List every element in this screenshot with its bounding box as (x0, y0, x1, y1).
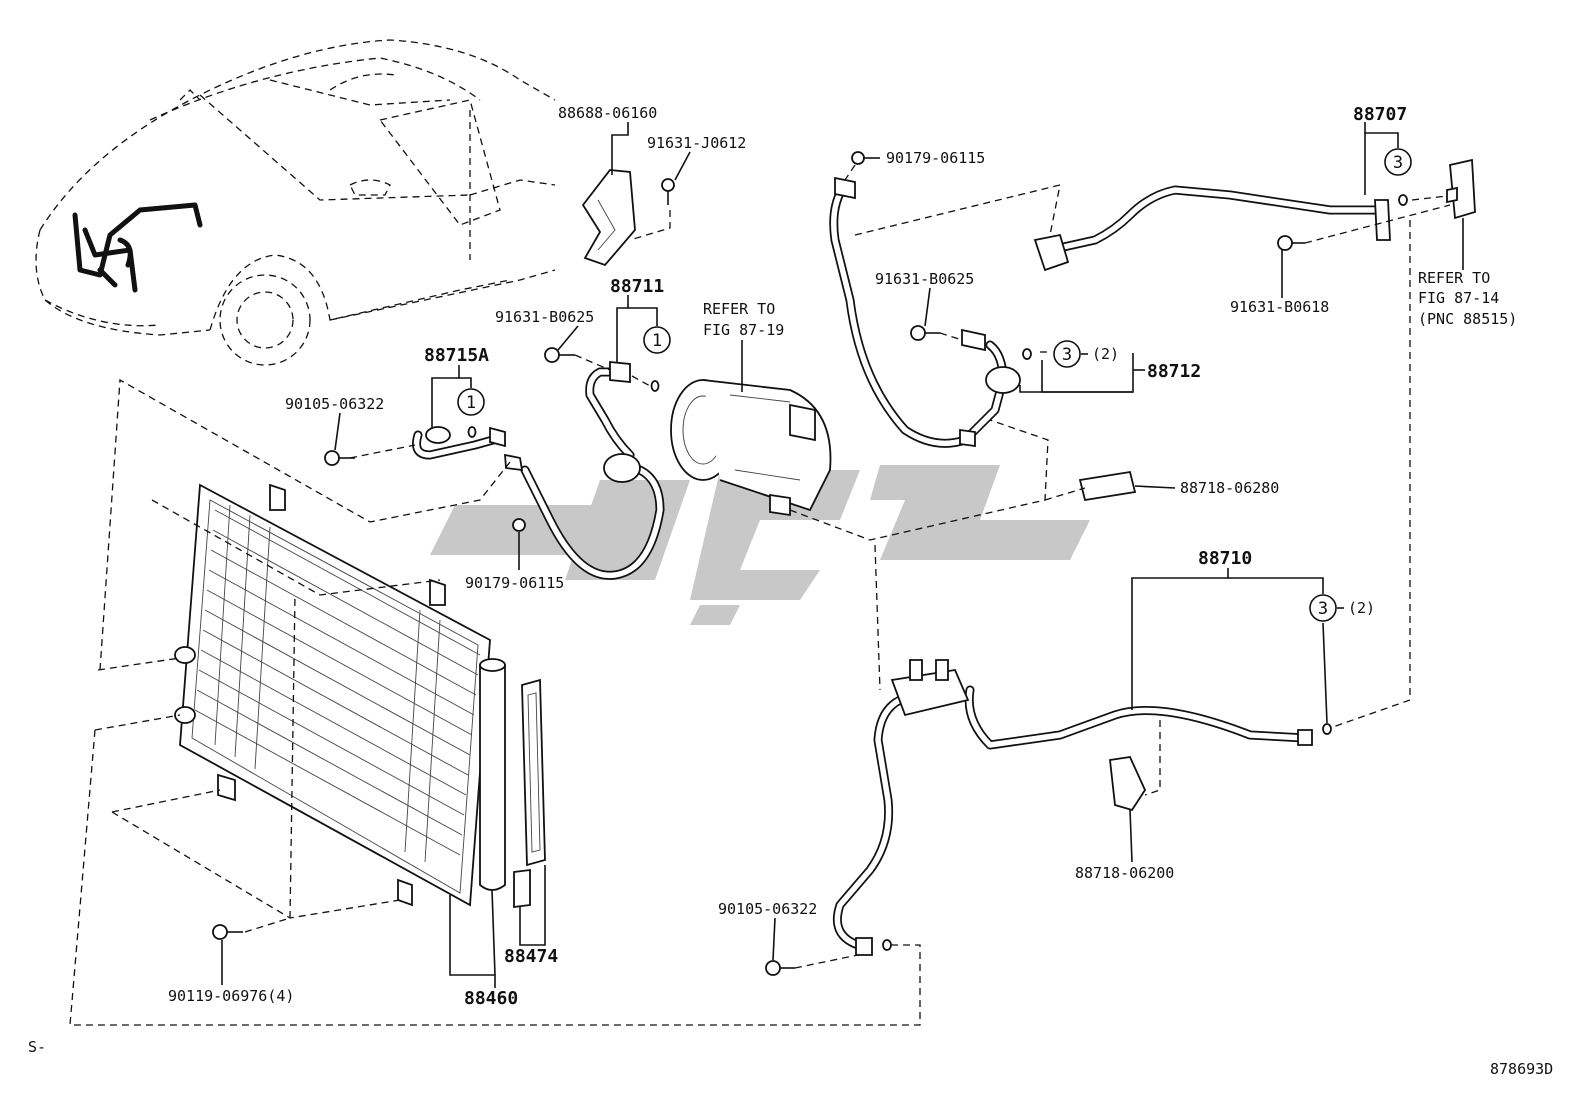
tube-88710 (832, 659, 1313, 956)
label-91631-B0618: 91631-B0618 (1230, 298, 1329, 316)
condenser-fins (194, 504, 481, 863)
receiver-dryer (479, 658, 506, 891)
label-88688-06160: 88688-06160 (558, 104, 657, 122)
discharge-hose-88711 (504, 361, 665, 580)
label-refer-87-14-line2: FIG 87-14 (1418, 289, 1499, 307)
tube-88707 (1033, 185, 1391, 272)
callout-number: 3 (1318, 599, 1328, 619)
callout-number: 1 (466, 393, 476, 413)
bolt-90105-06322-left (324, 450, 355, 466)
bolt-91631-J0612 (661, 178, 675, 205)
label-91631-J0612: 91631-J0612 (647, 134, 746, 152)
bolt-91631-B0618 (1277, 235, 1305, 251)
label-88707: 88707 (1353, 104, 1407, 125)
label-90105-06322-bottom: 90105-06322 (718, 900, 817, 918)
label-88711: 88711 (610, 276, 664, 297)
callout-number: 3 (1062, 345, 1072, 365)
label-90105-06322-left: 90105-06322 (285, 395, 384, 413)
callout-circle-3-88710: 3 (1309, 594, 1337, 622)
callout-number: 1 (652, 331, 662, 351)
callout-circle-3-88712: 3 (1053, 340, 1081, 368)
clamp-88718-06200 (1109, 756, 1147, 812)
label-88715A: 88715A (424, 345, 489, 366)
label-figure-code: 878693D (1490, 1060, 1553, 1078)
label-90179-06115-top: 90179-06115 (886, 149, 985, 167)
label-refer-87-14-line1: REFER TO (1418, 269, 1490, 287)
label-88712: 88712 (1147, 361, 1201, 382)
suction-hose-88712 (829, 176, 1021, 448)
label-corner-left: S- (28, 1038, 46, 1056)
nut-90179-06115-top (851, 151, 865, 165)
label-90119-06976: 90119-06976(4) (168, 987, 294, 1005)
label-91631-B0625-right: 91631-B0625 (875, 270, 974, 288)
bracket-88688 (581, 169, 636, 267)
callout-circle-1-88711: 1 (643, 326, 671, 354)
label-refer-87-14-line3: (PNC 88515) (1418, 310, 1517, 328)
compressor (670, 379, 832, 517)
label-qty-2-88710: (2) (1348, 599, 1375, 617)
callout-number: 3 (1393, 153, 1403, 173)
filter-88474 (513, 678, 546, 909)
label-90179-06115-bottom: 90179-06115 (465, 574, 564, 592)
label-88474: 88474 (504, 946, 558, 967)
condenser-88460 (174, 483, 491, 907)
label-refer-87-19-line2: FIG 87-19 (703, 321, 784, 339)
bolt-90119-06976 (212, 924, 243, 940)
bolt-90105-06322-bottom (765, 960, 795, 976)
label-88710: 88710 (1198, 548, 1252, 569)
clamp-88718-06280 (1078, 470, 1137, 502)
callout-circle-3-88707: 3 (1384, 148, 1412, 176)
label-refer-87-19-line1: REFER TO (703, 300, 775, 318)
bolt-91631-B0625-right (910, 325, 940, 341)
o-rings (467, 194, 1408, 951)
label-88460: 88460 (464, 988, 518, 1009)
label-91631-B0625-left: 91631-B0625 (495, 308, 594, 326)
assembly-dashed-lines (69, 164, 1451, 1026)
liquid-tube-88715A (412, 426, 506, 460)
label-qty-2-88712: (2) (1092, 345, 1119, 363)
nut-90179-06115-bottom (512, 518, 526, 532)
label-88718-06200: 88718-06200 (1075, 864, 1174, 882)
label-88718-06280: 88718-06280 (1180, 479, 1279, 497)
bolt-91631-B0625-left (544, 347, 575, 363)
expansion-valve (1446, 158, 1476, 220)
leader-lines (221, 122, 1464, 988)
callout-circle-1-88715A: 1 (457, 388, 485, 416)
vehicle-outline (35, 39, 556, 366)
